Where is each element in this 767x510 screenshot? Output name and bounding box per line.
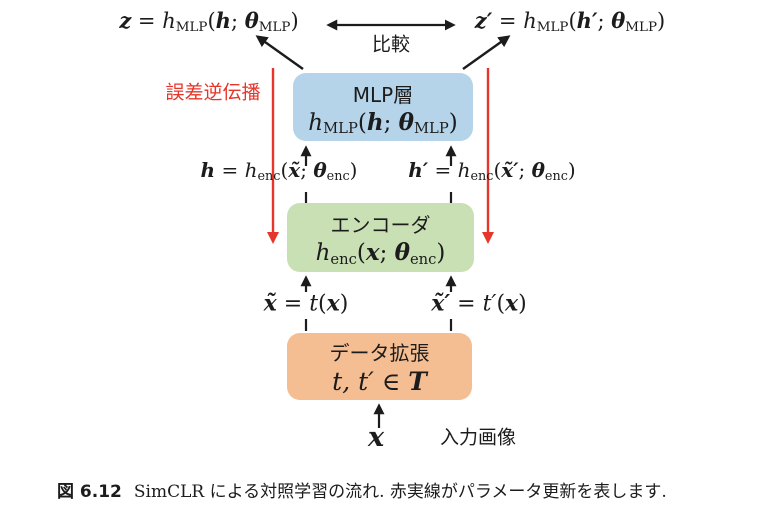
compare-label: 比較 [371, 33, 411, 56]
formula-h-left: h = henc(x̃; θenc) [200, 157, 358, 185]
mlp-to-z-arrow [255, 35, 304, 70]
mlp-box-title: MLP層 [352, 82, 414, 107]
mlp-box: MLP層 hMLP(h; θMLP) [293, 73, 473, 141]
encoder-box-title: エンコーダ [330, 213, 431, 237]
figure-caption-text: SimCLR による対照学習の流れ. 赤実線がパラメータ更新を表します. [133, 482, 667, 502]
formula-xtilde-left: x̃ = t(x) [263, 290, 349, 317]
figure-number: 図 6.12 [57, 482, 122, 502]
mlp-box-formula: hMLP(h; θMLP) [308, 108, 458, 138]
encoder-box: エンコーダ henc(x; θenc) [287, 203, 474, 272]
formula-xtilde-right: x̃′ = t′(x) [431, 290, 527, 317]
augment-box-formula: t, t′ ∈ T [332, 367, 427, 396]
augment-box: データ拡張 t, t′ ∈ T [287, 333, 472, 400]
encoder-box-formula: henc(x; θenc) [315, 239, 446, 268]
input-x-symbol: x [367, 422, 385, 454]
figure-caption: 図 6.12 SimCLR による対照学習の流れ. 赤実線がパラメータ更新を表し… [57, 477, 747, 502]
input-image-label: 入力画像 [439, 426, 517, 449]
augment-box-title: データ拡張 [329, 341, 430, 365]
formula-z-left: z = hMLP(h; θMLP) [119, 7, 299, 36]
formula-h-right: h′ = henc(x̃′; θenc) [408, 157, 576, 185]
mlp-to-z-prime-arrow [462, 35, 511, 70]
backprop-label: 誤差逆伝播 [165, 81, 261, 104]
formula-z-right: z′ = hMLP(h′; θMLP) [474, 7, 666, 36]
